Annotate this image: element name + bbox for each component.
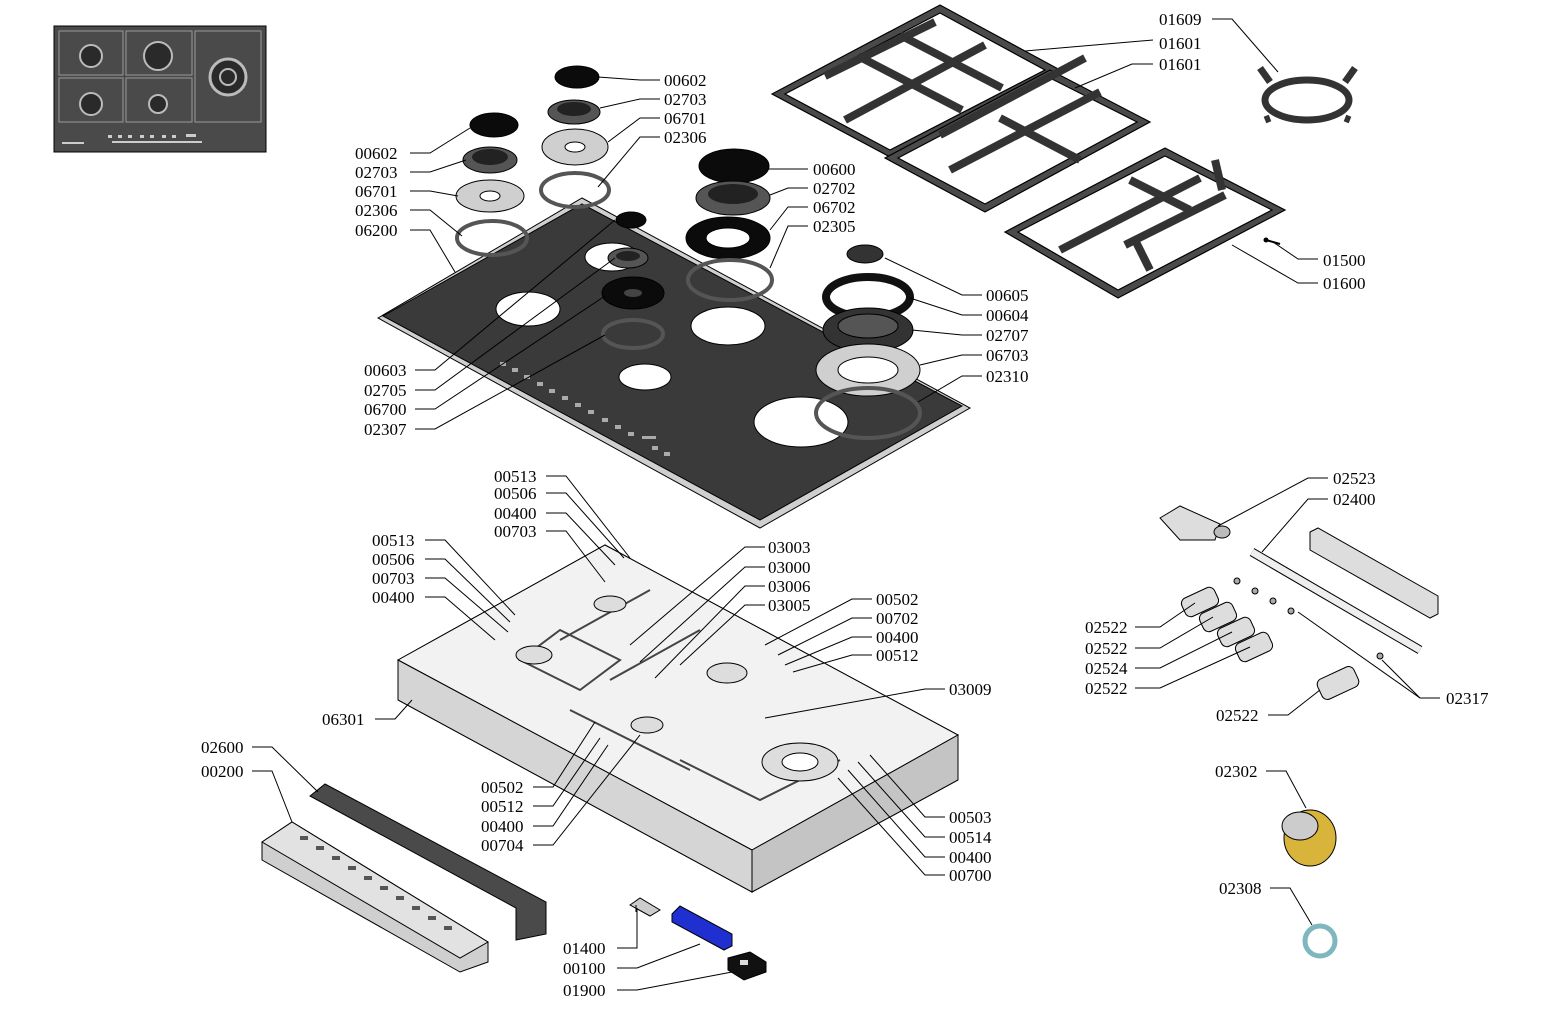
control-frame xyxy=(309,783,547,941)
label-00502: 00502 xyxy=(876,590,919,609)
label-01600: 01600 xyxy=(1323,274,1366,293)
label-02702: 02702 xyxy=(813,179,856,198)
label-01601: 01601 xyxy=(1159,34,1202,53)
label-02308: 02308 xyxy=(1219,879,1262,898)
label-06701: 06701 xyxy=(355,182,398,201)
label-06700: 06700 xyxy=(364,400,407,419)
label-00200: 00200 xyxy=(201,762,244,781)
label-01609: 01609 xyxy=(1159,10,1202,29)
gas-valve-thermostatic xyxy=(1159,505,1231,541)
grate-middle xyxy=(883,54,1152,213)
label-01500: 01500 xyxy=(1323,251,1366,270)
label-00400: 00400 xyxy=(494,504,537,523)
wok-support xyxy=(1257,65,1358,124)
connector-block xyxy=(727,951,767,981)
spark-generator xyxy=(671,905,733,951)
label-00704: 00704 xyxy=(481,836,524,855)
label-06200: 06200 xyxy=(355,221,398,240)
brass-nut xyxy=(1281,809,1337,867)
glass-top-plate xyxy=(376,197,972,529)
label-00600: 00600 xyxy=(813,160,856,179)
label-06702: 06702 xyxy=(813,198,856,217)
label-00503: 00503 xyxy=(949,808,992,827)
label-03000: 03000 xyxy=(768,558,811,577)
label-00602: 00602 xyxy=(664,71,707,90)
grate-right xyxy=(1003,147,1287,299)
label-00400: 00400 xyxy=(876,628,919,647)
label-02703: 02703 xyxy=(355,163,398,182)
burner-cup xyxy=(515,595,839,782)
label-01900: 01900 xyxy=(563,981,606,1000)
burner-small-top xyxy=(539,65,611,209)
label-00506: 00506 xyxy=(372,550,415,569)
label-00400: 00400 xyxy=(949,848,992,867)
label-01601: 01601 xyxy=(1159,55,1202,74)
label-03005: 03005 xyxy=(768,596,811,615)
bracket-clip xyxy=(629,897,661,917)
label-00514: 00514 xyxy=(949,828,992,847)
label-02522: 02522 xyxy=(1216,706,1259,725)
gas-valves xyxy=(1180,586,1360,700)
burner-small-front xyxy=(601,211,665,350)
sealing-washer xyxy=(1302,923,1338,959)
label-00602: 00602 xyxy=(355,144,398,163)
label-00700: 00700 xyxy=(949,866,992,885)
label-06703: 06703 xyxy=(986,346,1029,365)
burner-small-left xyxy=(455,112,529,257)
label-02600: 02600 xyxy=(201,738,244,757)
label-00512: 00512 xyxy=(876,646,919,665)
bottom-tray xyxy=(396,544,960,893)
label-02305: 02305 xyxy=(813,217,856,236)
label-00513: 00513 xyxy=(372,531,415,550)
label-02306: 02306 xyxy=(664,128,707,147)
label-02522: 02522 xyxy=(1085,618,1128,637)
label-02703: 02703 xyxy=(664,90,707,109)
injector-nozzles xyxy=(1233,577,1384,660)
label-02524: 02524 xyxy=(1085,659,1128,678)
pan-support-grates xyxy=(770,4,1287,299)
label-00400: 00400 xyxy=(481,817,524,836)
label-00100: 00100 xyxy=(563,959,606,978)
label-02523: 02523 xyxy=(1333,469,1376,488)
label-02302: 02302 xyxy=(1215,762,1258,781)
label-03003: 03003 xyxy=(768,538,811,557)
label-02306: 02306 xyxy=(355,201,398,220)
label-00604: 00604 xyxy=(986,306,1029,325)
label-02307: 02307 xyxy=(364,420,407,439)
label-03009: 03009 xyxy=(949,680,992,699)
label-02522: 02522 xyxy=(1085,679,1128,698)
label-00605: 00605 xyxy=(986,286,1029,305)
leader-lines xyxy=(252,18,1440,991)
label-00513: 00513 xyxy=(494,467,537,486)
label-06301: 06301 xyxy=(322,710,365,729)
label-02317: 02317 xyxy=(1446,689,1489,708)
manifold-bracket xyxy=(1309,527,1439,619)
label-00502: 00502 xyxy=(481,778,524,797)
label-00603: 00603 xyxy=(364,361,407,380)
label-00703: 00703 xyxy=(372,569,415,588)
label-06701: 06701 xyxy=(664,109,707,128)
label-03006: 03006 xyxy=(768,577,811,596)
hob-thumbnail xyxy=(53,25,267,153)
label-02400: 02400 xyxy=(1333,490,1376,509)
label-02707: 02707 xyxy=(986,326,1029,345)
label-02310: 02310 xyxy=(986,367,1029,386)
part-labels: 01609 01601 01601 01500 01600 00602 0270… xyxy=(201,10,1489,1000)
gas-manifold-pipe xyxy=(1249,548,1423,654)
label-02705: 02705 xyxy=(364,381,407,400)
burner-wok-right xyxy=(814,244,922,440)
burner-large-middle xyxy=(685,148,774,302)
label-00506: 00506 xyxy=(494,484,537,503)
control-board xyxy=(261,821,489,973)
label-00400: 00400 xyxy=(372,588,415,607)
label-00703: 00703 xyxy=(494,522,537,541)
label-00702: 00702 xyxy=(876,609,919,628)
screw xyxy=(1263,237,1281,245)
label-00512: 00512 xyxy=(481,797,524,816)
label-02522: 02522 xyxy=(1085,639,1128,658)
label-01400: 01400 xyxy=(563,939,606,958)
